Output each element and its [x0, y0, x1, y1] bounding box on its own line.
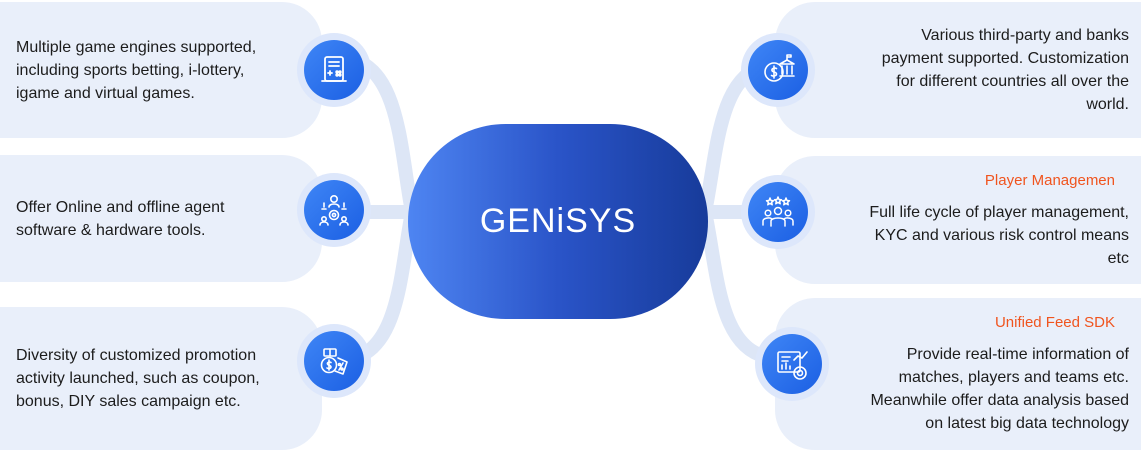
genisys-hub: GENiSYS: [408, 124, 708, 319]
feature-title: Player Managemen: [984, 171, 1115, 189]
feature-card-payment: Various third-party and banks payment su…: [775, 2, 1141, 138]
lottery-terminal-icon: [304, 40, 364, 100]
player-group-icon: [748, 182, 808, 242]
feature-card-game-engines: Multiple game engines supported, includi…: [0, 2, 322, 138]
agent-tools-icon: [304, 180, 364, 240]
feature-text: Various third-party and banks payment su…: [881, 27, 1129, 113]
data-feed-icon: [762, 334, 822, 394]
connector-right-bottom: [698, 205, 785, 365]
feature-text: Multiple game engines supported, includi…: [16, 38, 257, 102]
feature-card-player-management: Player Managemen Full life cycle of play…: [775, 156, 1141, 284]
payment-bank-icon: [748, 40, 808, 100]
feature-text: Offer Online and offline agent software …: [16, 198, 225, 239]
feature-card-unified-feed: Unified Feed SDK Provide real-time infor…: [775, 298, 1141, 450]
feature-text: Provide real-time information of matches…: [870, 346, 1129, 432]
feature-card-agent-tools: Offer Online and offline agent software …: [0, 155, 322, 282]
promotion-coupon-icon: [304, 331, 364, 391]
feature-card-promotion: Diversity of customized promotion activi…: [0, 307, 322, 450]
feature-title: Unified Feed SDK: [994, 314, 1115, 331]
hub-label: GENiSYS: [479, 202, 637, 240]
feature-text: Full life cycle of player management, KY…: [869, 203, 1129, 267]
feature-text: Diversity of customized promotion activi…: [16, 347, 260, 410]
